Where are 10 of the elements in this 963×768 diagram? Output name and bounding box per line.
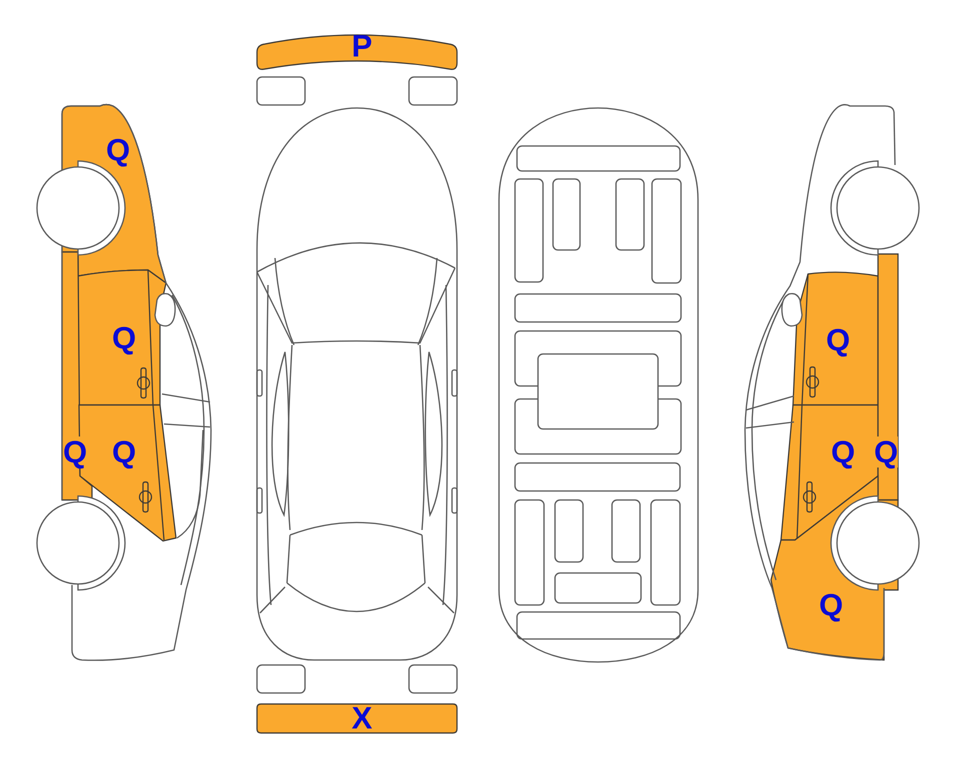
panel-letter: Q — [874, 436, 898, 468]
panel-letter: Q — [106, 134, 130, 166]
panel-letter: X — [352, 702, 372, 734]
panel-letter: Q — [112, 322, 136, 354]
panel-letter: Q — [62, 436, 88, 468]
panel-letter: P — [352, 30, 372, 62]
panel-letter: Q — [830, 436, 856, 468]
panel-letter: Q — [112, 436, 136, 468]
panel-letter: Q — [818, 590, 844, 620]
panel-letter: Q — [826, 324, 850, 356]
